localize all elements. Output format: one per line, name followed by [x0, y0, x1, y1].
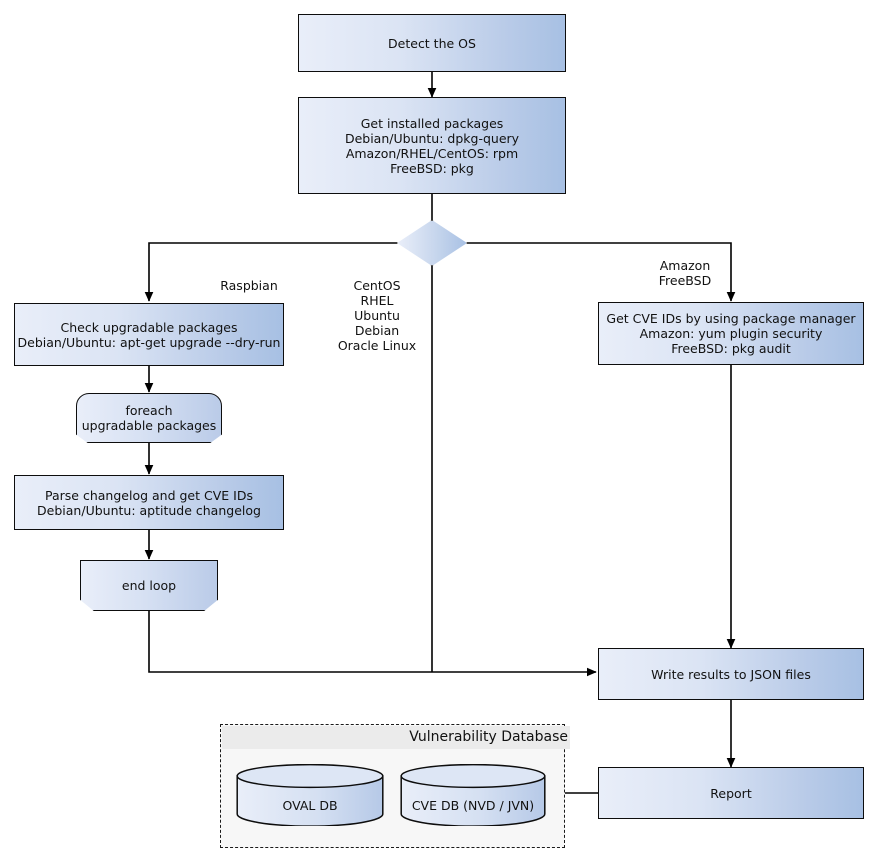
group-vulnerability-database-title: Vulnerability Database: [222, 726, 570, 749]
db-oval-label-wrap: OVAL DB: [236, 764, 384, 836]
node-get-cve-ids[interactable]: Get CVE IDs by using package manager Ama…: [598, 302, 864, 365]
node-report-label: Report: [710, 785, 752, 801]
node-write-results-json-label: Write results to JSON files: [651, 666, 811, 682]
node-report[interactable]: Report: [598, 767, 864, 819]
node-end-loop-label: end loop: [121, 578, 177, 593]
node-parse-changelog[interactable]: Parse changelog and get CVE IDs Debian/U…: [14, 475, 284, 530]
node-foreach-loop-start-label: foreach upgradable packages: [81, 403, 217, 433]
edge-label-center-distros: CentOS RHEL Ubuntu Debian Oracle Linux: [303, 263, 451, 353]
node-get-installed-packages[interactable]: Get installed packages Debian/Ubuntu: dp…: [298, 97, 566, 194]
edge-label-amazon-freebsd: Amazon FreeBSD: [611, 243, 759, 288]
edge-label-amazon-freebsd-text: Amazon FreeBSD: [658, 258, 712, 288]
edge-label-raspbian: Raspbian: [159, 263, 339, 293]
edge-label-raspbian-text: Raspbian: [220, 278, 278, 293]
node-parse-changelog-label: Parse changelog and get CVE IDs Debian/U…: [37, 487, 261, 518]
node-check-upgradable-packages[interactable]: Check upgradable packages Debian/Ubuntu:…: [14, 303, 284, 366]
db-oval-label: OVAL DB: [282, 797, 338, 813]
node-os-decision[interactable]: [397, 220, 467, 266]
node-detect-os[interactable]: Detect the OS: [298, 14, 566, 72]
db-oval[interactable]: OVAL DB: [236, 763, 384, 827]
node-foreach-loop-start[interactable]: foreach upgradable packages: [76, 393, 222, 443]
db-cve-label-wrap: CVE DB (NVD / JVN): [400, 764, 546, 836]
node-get-installed-packages-label: Get installed packages Debian/Ubuntu: dp…: [344, 115, 520, 176]
node-write-results-json[interactable]: Write results to JSON files: [598, 648, 864, 700]
db-cve[interactable]: CVE DB (NVD / JVN): [400, 763, 546, 827]
node-detect-os-label: Detect the OS: [388, 35, 476, 51]
db-cve-shape: [400, 763, 546, 827]
node-get-cve-ids-label: Get CVE IDs by using package manager Ama…: [606, 311, 856, 356]
node-end-loop[interactable]: end loop: [80, 560, 218, 611]
db-cve-label: CVE DB (NVD / JVN): [411, 797, 535, 813]
edge-endloop-to-write: [148, 611, 597, 677]
group-vulnerability-database-title-text: Vulnerability Database: [409, 729, 568, 745]
node-check-upgradable-packages-label: Check upgradable packages Debian/Ubuntu:…: [17, 319, 281, 350]
edge-label-center-distros-text: CentOS RHEL Ubuntu Debian Oracle Linux: [337, 278, 417, 353]
